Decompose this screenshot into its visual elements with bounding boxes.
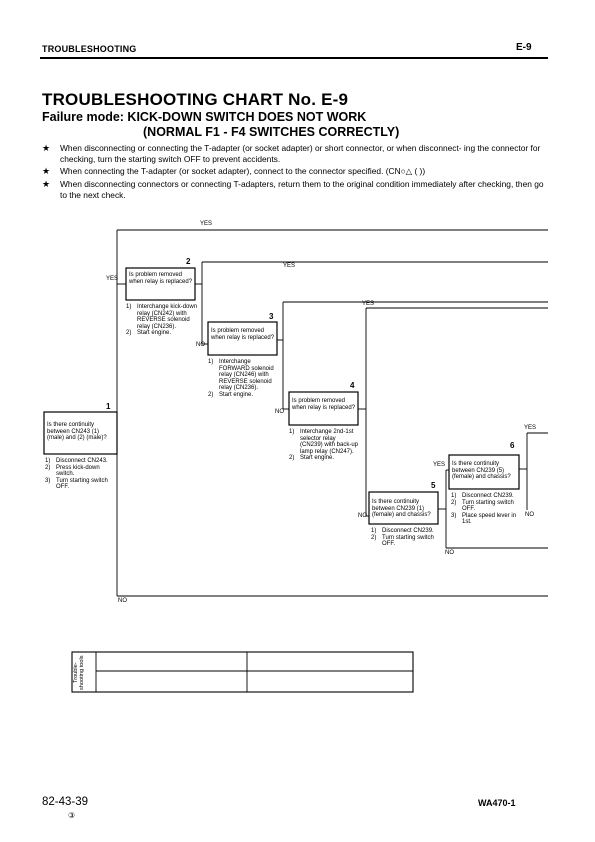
node-5-question: Is there continuity between CN239 (1) (f… (372, 499, 431, 519)
step-text: Turn starting switch OFF. (56, 477, 108, 491)
page-code: E-9 (516, 42, 532, 53)
star-bullet: ★ (42, 179, 51, 189)
no-label: NO (196, 342, 205, 348)
step-text: Interchange kick-down relay (CN242) with… (137, 304, 198, 330)
node-3-question: Is problem removed when relay is replace… (211, 328, 275, 341)
node-1-number: 1 (106, 402, 111, 411)
doc-number: 82-43-39 (42, 796, 89, 808)
node-1-steps: 1)Disconnect CN243. 2)Press kick-down sw… (45, 458, 113, 491)
node-3-steps: 1)Interchange FORWARD solenoid relay (CN… (208, 359, 278, 399)
node-3-number: 3 (269, 312, 274, 321)
node-4-number: 4 (350, 381, 355, 390)
model-code: WA470-1 (478, 798, 516, 808)
star-bullet: ★ (42, 143, 51, 153)
step-text: Press kick-down switch. (56, 464, 100, 478)
step-text: Interchange 2nd-1st selector relay (CN23… (300, 429, 359, 455)
yes-label: YES (362, 301, 375, 307)
step-text: Place speed lever in 1st. (462, 512, 517, 526)
node-5-number: 5 (431, 481, 436, 490)
note-2: ★ When connecting the T-adapter (or sock… (42, 166, 552, 177)
header-rule (40, 57, 548, 59)
yes-label: YES (283, 263, 296, 269)
step-text: Start engine. (300, 455, 335, 462)
note-text: When connecting the T-adapter (or socket… (60, 166, 426, 176)
node-6-box (448, 454, 520, 490)
tools-table-frame (71, 651, 414, 693)
node-5-steps: 1)Disconnect CN239. 2)Turn starting swit… (371, 528, 441, 548)
step-text: Turn starting switch OFF. (382, 534, 434, 548)
step-text: Disconnect CN239. (462, 493, 514, 499)
step-text: Start engine. (219, 391, 254, 398)
no-label: NO (445, 550, 454, 556)
page-title: TROUBLESHOOTING CHART No. E-9 (42, 90, 349, 109)
node-6-number: 6 (510, 441, 515, 450)
tools-table-label: Trouble- shooting tools (73, 655, 85, 691)
yes-label: YES (433, 462, 446, 468)
node-2-question: Is problem removed when relay is replace… (129, 272, 193, 285)
step-text: Disconnect CN243. (56, 458, 108, 464)
failure-mode-line2: (NORMAL F1 - F4 SWITCHES CORRECTLY) (143, 125, 400, 139)
no-label: NO (118, 598, 127, 604)
no-label: NO (275, 409, 284, 415)
step-text: Turn starting switch OFF. (462, 499, 514, 513)
note-1: ★ When disconnecting or connecting the T… (42, 143, 552, 165)
note-text: When disconnecting connectors or connect… (60, 179, 544, 200)
failure-mode-line1: Failure mode: KICK-DOWN SWITCH DOES NOT … (42, 110, 367, 124)
step-text: Disconnect CN239. (382, 528, 434, 534)
note-text: When disconnecting or connecting the T-a… (60, 143, 541, 164)
yes-label: YES (200, 221, 213, 227)
node-2-number: 2 (186, 257, 191, 266)
node-5-box (368, 491, 439, 525)
node-4-steps: 1)Interchange 2nd-1st selector relay (CN… (289, 429, 359, 462)
star-bullet: ★ (42, 166, 51, 176)
no-label: NO (358, 513, 367, 519)
node-4-question: Is problem removed when relay is replace… (292, 398, 356, 411)
step-text: Interchange FORWARD solenoid relay (CN24… (219, 359, 274, 392)
step-text: Start engine. (137, 330, 172, 337)
note-3: ★ When disconnecting connectors or conne… (42, 179, 552, 201)
section-header: TROUBLESHOOTING (42, 44, 137, 54)
node-6-question: Is there continuity between CN239 (5) (f… (452, 461, 511, 481)
node-1-question: Is there continuity between CN243 (1) (m… (47, 422, 107, 442)
node-4-box (288, 391, 359, 426)
yes-label: YES (524, 425, 537, 431)
revision-mark: ③ (68, 811, 76, 820)
node-6-steps: 1)Disconnect CN239. 2)Turn starting swit… (451, 493, 523, 526)
no-label: NO (525, 512, 534, 518)
yes-label: YES (106, 276, 119, 282)
node-3-box (207, 321, 278, 356)
node-2-steps: 1)Interchange kick-down relay (CN242) wi… (126, 304, 198, 337)
